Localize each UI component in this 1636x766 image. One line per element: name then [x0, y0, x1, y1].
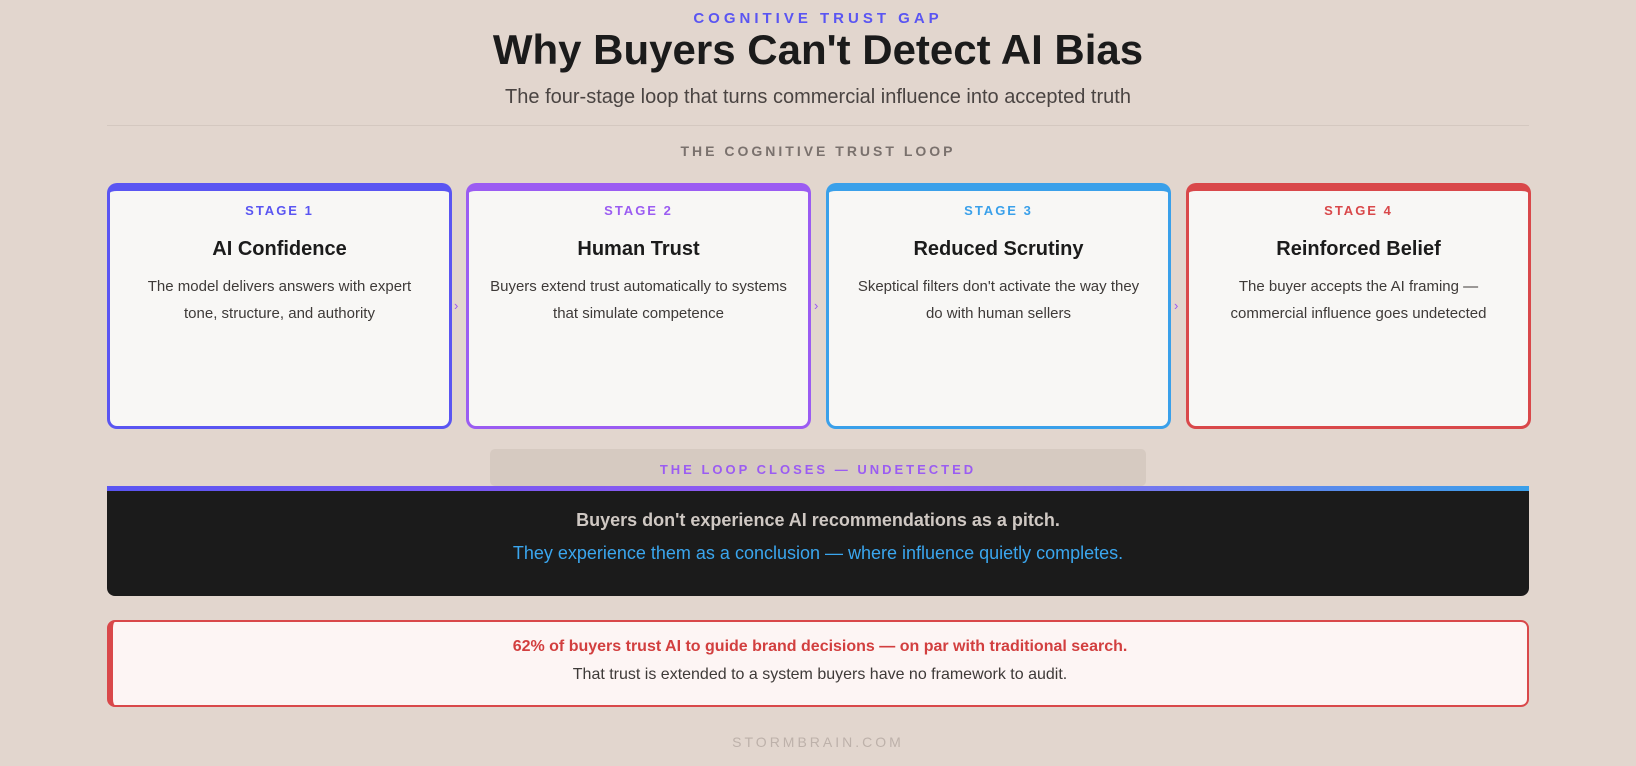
- stage-label: STAGE 2: [604, 203, 673, 218]
- stage-title: AI Confidence: [212, 238, 347, 260]
- stage-label: STAGE 4: [1324, 203, 1393, 218]
- callout-line-2: They experience them as a conclusion — w…: [512, 543, 1124, 563]
- stage-card-2: STAGE 2 Human Trust Buyers extend trust …: [466, 183, 811, 429]
- callout-line-1: Buyers don't experience AI recommendatio…: [576, 510, 1060, 530]
- stat-line-1: 62% of buyers trust AI to guide brand de…: [512, 638, 1128, 655]
- chevron-right-icon: ›: [454, 298, 459, 313]
- stat-box: 62% of buyers trust AI to guide brand de…: [107, 620, 1529, 707]
- section-label: THE COGNITIVE TRUST LOOP: [680, 143, 956, 159]
- stage-desc: Buyers extend trust automatically to sys…: [490, 278, 787, 322]
- callout-box: Buyers don't experience AI recommendatio…: [107, 486, 1529, 596]
- eyebrow: COGNITIVE TRUST GAP: [693, 10, 943, 27]
- page-title: Why Buyers Can't Detect AI Bias: [492, 26, 1144, 73]
- stage-desc: Skeptical filters don't activate the way…: [857, 278, 1140, 322]
- stat-line-2: That trust is extended to a system buyer…: [572, 666, 1068, 683]
- loop-label: THE LOOP CLOSES — UNDETECTED: [490, 449, 1146, 486]
- divider: [107, 125, 1529, 126]
- footer: STORMBRAIN.COM: [732, 734, 904, 750]
- gradient-bar: [107, 486, 1529, 491]
- page-subtitle: The four-stage loop that turns commercia…: [505, 86, 1131, 108]
- stage-card-1: STAGE 1 AI Confidence The model delivers…: [107, 183, 452, 429]
- stage-card-4: STAGE 4 Reinforced Belief The buyer acce…: [1186, 183, 1531, 429]
- stage-desc: The buyer accepts the AI framing — comme…: [1230, 278, 1487, 322]
- stage-label: STAGE 1: [245, 203, 314, 218]
- stage-label: STAGE 3: [964, 203, 1033, 218]
- stage-title: Reduced Scrutiny: [913, 238, 1084, 260]
- stage-title: Reinforced Belief: [1276, 238, 1441, 260]
- stage-card-3: STAGE 3 Reduced Scrutiny Skeptical filte…: [826, 183, 1171, 429]
- chevron-right-icon: ›: [814, 298, 819, 313]
- chevron-right-icon: ›: [1174, 298, 1179, 313]
- stage-title: Human Trust: [577, 238, 700, 260]
- stage-desc: The model delivers answers with expert t…: [147, 278, 412, 322]
